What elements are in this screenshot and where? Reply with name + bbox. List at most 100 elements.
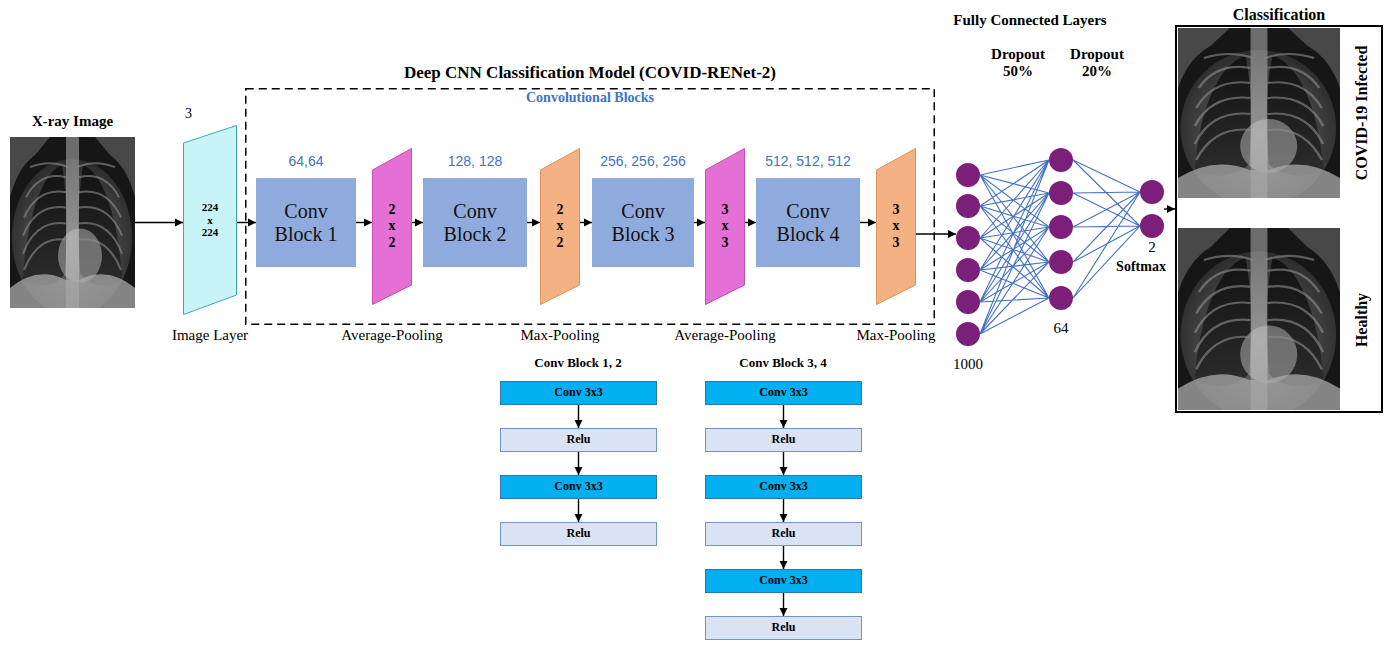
dashed-frame [246,89,935,325]
parallelogram-shape [706,149,745,305]
filter-count: 64,64 [288,153,323,169]
group-title: Convolutional Blocks [245,90,935,106]
model-title: Deep CNN Classification Model (COVID-REN… [404,63,776,83]
pool-size: 3 x 3 [893,202,900,250]
image-title: X-ray Image [32,113,113,130]
neuron [956,163,980,187]
pool-size: 2 x 2 [557,202,564,250]
layer-name: Relu [772,433,796,447]
neuron [1049,286,1073,310]
layer-name: Relu [567,527,591,541]
activation-name: Softmax [1115,259,1167,275]
layer-box: Relu [705,616,862,640]
parallelogram-shape [373,149,412,305]
flow-arrow [412,222,423,223]
dropout-note: Dropout 50% [990,46,1046,81]
flow-arrow [783,546,784,569]
flow-arrow [578,405,579,428]
pooling-layer: 3 x 3Max-Pooling [876,148,916,305]
flow-arrow [860,222,876,223]
layer-box: Conv 3x3 [705,475,862,499]
neuron [1049,250,1073,274]
neuron-layer: 64 [1049,148,1073,310]
layer-box: Relu [705,522,862,546]
pooling-layer: 2 x 2Max-Pooling [540,148,580,305]
conv-block: 512, 512, 512Conv Block 4 [756,178,860,267]
neuron [956,194,980,218]
conv-block: 256, 256, 256Conv Block 3 [592,178,694,267]
pool-type: Average-Pooling [341,327,442,344]
detail-title: Conv Block 3, 4 [738,356,827,371]
pool-type: Average-Pooling [674,327,775,344]
flow-arrow [356,222,372,223]
flow-arrow [580,222,592,223]
channel-count: 3 [185,106,192,122]
flow-arrow [1164,208,1175,209]
conv-block: 64,64Conv Block 1 [256,178,356,267]
healthy-xray-picture [1178,228,1340,419]
neuron-count: 1000 [953,356,983,373]
neuron [956,258,980,282]
filter-count: 128, 128 [448,153,503,169]
block-name: Conv Block 1 [262,200,350,246]
neuron [956,322,980,346]
block-name: Conv Block 3 [598,200,688,246]
classification-panel: ClassificationCOVID-19 InfectedHealthy [1175,25,1383,413]
block-name: Conv Block 4 [762,200,854,246]
flow-arrow [783,405,784,428]
layer-name: Conv 3x3 [759,480,807,494]
dense-connections [980,160,1049,334]
pooling-layer: 2 x 2Average-Pooling [372,148,412,305]
parallelogram-shape [877,149,916,305]
neuron-column [956,163,980,346]
parallelogram-shape [541,149,580,305]
pooling-layer: 3 x 3Average-Pooling [705,148,745,305]
class-label: Healthy [1353,292,1371,346]
layer-name: Conv 3x3 [554,386,602,400]
layer-box: Conv 3x3 [705,569,862,593]
pool-type: Max-Pooling [856,327,935,344]
block-name: Conv Block 2 [429,200,521,246]
dense-connections [1073,160,1140,298]
layer-name: Conv 3x3 [554,480,602,494]
parallelogram-shape [184,126,237,315]
dropout-note: Dropout 20% [1069,46,1125,81]
neuron-count: 2 [1148,239,1156,256]
layer-box: Conv 3x3 [500,381,657,405]
layer-name: Relu [772,621,796,635]
neuron [1049,215,1073,239]
input-xray-picture [10,137,135,316]
flow-arrow [783,499,784,522]
flow-arrow [916,233,956,234]
filter-count: 256, 256, 256 [600,153,686,169]
neuron [1140,180,1164,204]
neuron-layer: 2 [1140,180,1164,238]
covid-xray-picture [1178,28,1340,206]
layer-box: Relu [705,428,862,452]
neuron [956,226,980,250]
section-title: Fully Connected Layers [952,12,1107,29]
flow-arrow [135,222,183,223]
output-class-image: COVID-19 Infected [1175,25,1383,201]
flow-arrow [237,222,256,223]
neuron-column [1140,180,1164,238]
neuron [956,290,980,314]
pool-size: 3 x 3 [722,202,729,250]
neuron [1049,148,1073,172]
neuron-count: 64 [1054,320,1069,337]
flow-arrow [694,222,705,223]
neuron [1049,181,1073,205]
layer-box: Relu [500,522,657,546]
neuron [1140,214,1164,238]
layer-name: Conv 3x3 [759,386,807,400]
neuron-layer: 1000 [956,163,980,346]
pool-type: Max-Pooling [520,327,599,344]
pool-size: 2 x 2 [389,202,396,250]
input-layer: 3224 x 224Image Layer [183,125,237,315]
flow-arrow [783,593,784,616]
model-frame: Deep CNN Classification Model (COVID-REN… [245,88,935,325]
layer-box: Conv 3x3 [705,381,862,405]
